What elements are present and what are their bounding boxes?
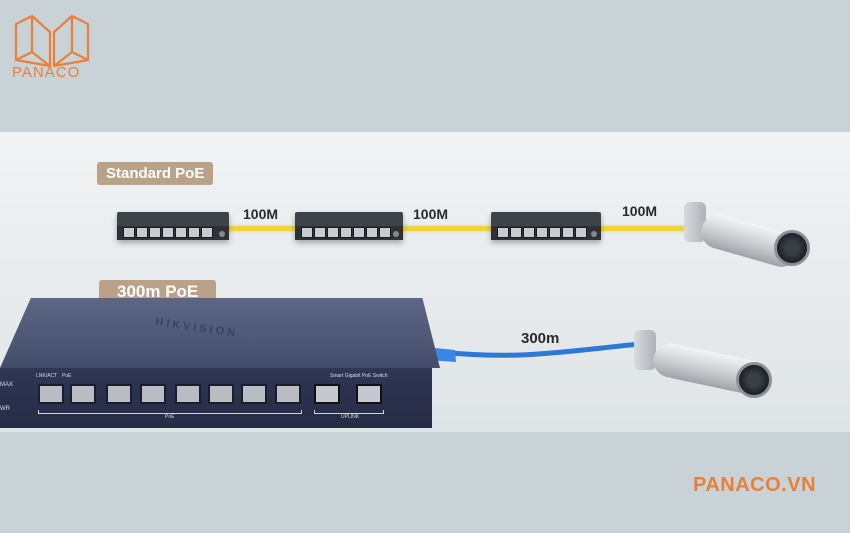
side-label-wr: WR [0, 406, 10, 412]
speed-label-1: 100M [243, 206, 279, 222]
poe-port-5 [175, 384, 201, 404]
yellow-cable-2 [402, 226, 492, 231]
poe-bracket [38, 410, 302, 414]
standard-switch-2 [295, 212, 403, 240]
poe-port-1 [38, 384, 64, 404]
bottom-background [0, 432, 850, 533]
speed-label-3: 100M [622, 203, 658, 219]
poe-port-4 [140, 384, 166, 404]
poe-port-8 [275, 384, 301, 404]
distance-label: 300m [521, 330, 560, 347]
bullet-camera-top [680, 196, 810, 276]
poe-port-7 [241, 384, 267, 404]
hikvision-poe-switch: HIKVISION LNK/ACT PoE Smart Gigabit PoE … [0, 298, 440, 428]
uplink-port-2 [356, 384, 382, 404]
yellow-cable-3 [600, 226, 688, 231]
poe-bracket-label: PoE [165, 414, 175, 420]
bullet-camera-bottom [630, 326, 780, 416]
standard-switch-1 [117, 212, 229, 240]
website-watermark: PANACO.VN [693, 474, 817, 496]
panaco-book-logo-icon [14, 14, 90, 68]
poe-port-2 [70, 384, 96, 404]
side-label-max: MAX [0, 382, 14, 388]
yellow-cable-1 [222, 226, 296, 231]
poe-port-3 [106, 384, 132, 404]
speed-label-2: 100M [413, 206, 449, 222]
poe-port-6 [208, 384, 234, 404]
model-label: Smart Gigabit PoE Switch [330, 373, 388, 379]
uplink-label: UPLINK [341, 414, 360, 420]
lnk-act-label: LNK/ACT [36, 373, 58, 379]
uplink-port-1 [314, 384, 340, 404]
logo-text: PANACO [12, 64, 81, 81]
standard-switch-3 [491, 212, 601, 240]
uplink-bracket [314, 410, 384, 414]
standard-poe-label: Standard PoE [97, 162, 214, 185]
poe-indicator-label: PoE [62, 373, 72, 379]
top-background [0, 0, 850, 132]
